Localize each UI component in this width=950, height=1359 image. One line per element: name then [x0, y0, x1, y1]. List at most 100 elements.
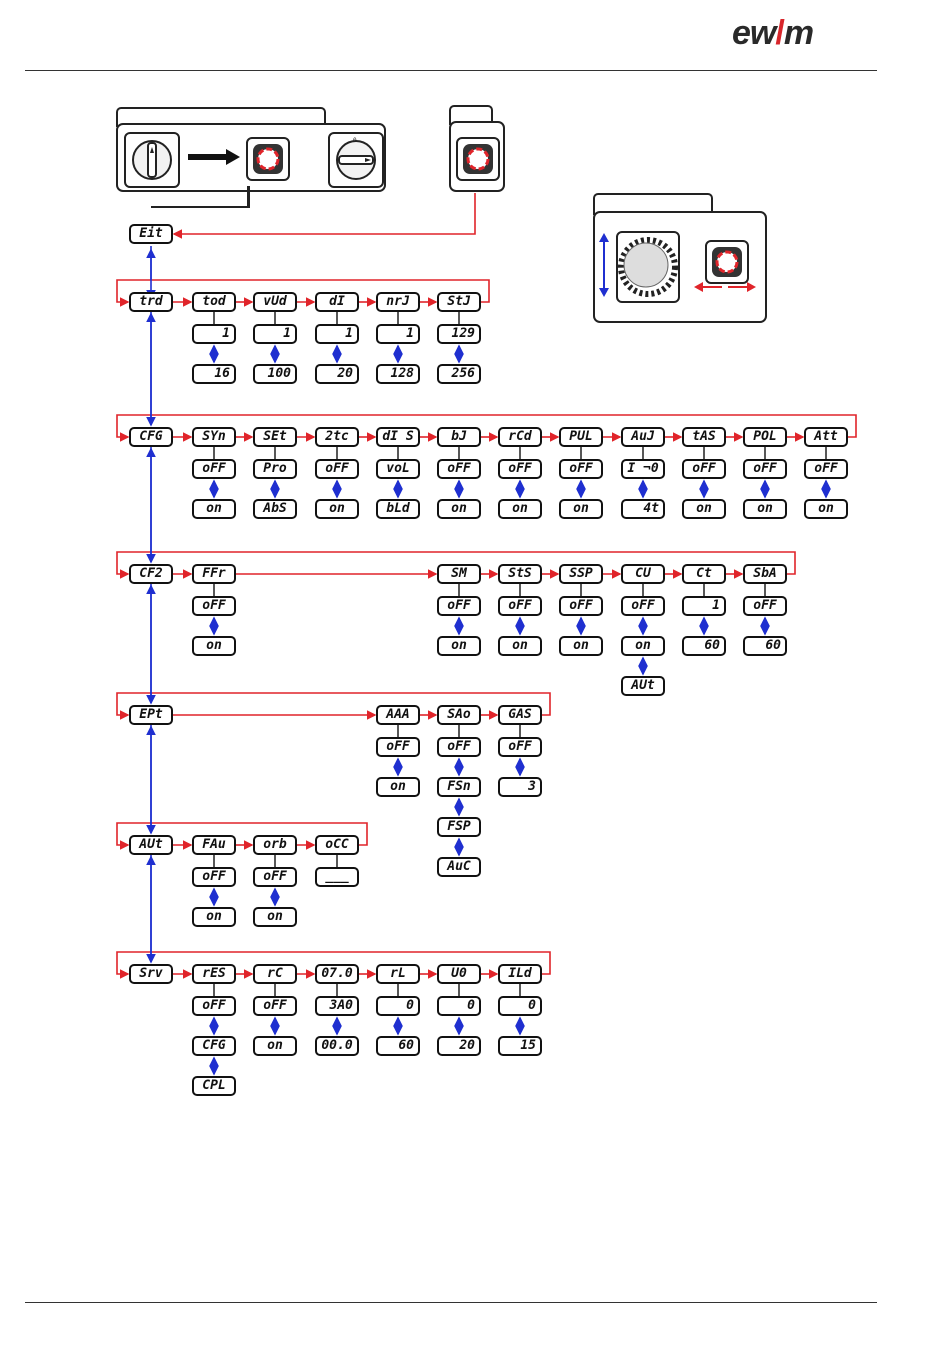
menu-node-cfg-4: bJ	[437, 427, 481, 447]
menu-node-aut-0: FAu	[192, 835, 236, 855]
menu-node-cfg-3: dI S	[376, 427, 420, 447]
value-box: oFF	[192, 459, 236, 479]
value-box: on	[498, 636, 542, 656]
value-box: 1	[315, 324, 359, 344]
value-box: 00.0	[315, 1036, 359, 1056]
panel-tab	[116, 107, 326, 127]
value-box: 60	[682, 636, 726, 656]
value-box: oFF	[498, 737, 542, 757]
push-button-icon[interactable]	[246, 137, 290, 181]
press-button-arrow-icon	[694, 282, 756, 292]
value-box: 4t	[621, 499, 665, 519]
menu-node-aut-1: orb	[253, 835, 297, 855]
menu-node-trd-1: vUd	[253, 292, 297, 312]
value-box: oFF	[192, 996, 236, 1016]
value-box: on	[804, 499, 848, 519]
value-box: 3A0	[315, 996, 359, 1016]
value-box: oFF	[315, 459, 359, 479]
menu-node-cfg-5: rCd	[498, 427, 542, 447]
menu-node-cfg-0: SYn	[192, 427, 236, 447]
value-box: oFF	[498, 596, 542, 616]
header-rule	[25, 70, 877, 71]
menu-node-srv-4: U0	[437, 964, 481, 984]
menu-node-eit: Eit	[129, 224, 173, 244]
value-box: on	[437, 499, 481, 519]
menu-node-srv-0: rES	[192, 964, 236, 984]
value-box: 0	[376, 996, 420, 1016]
control-knob-icon[interactable]	[616, 231, 680, 303]
value-box: AUt	[621, 676, 665, 696]
value-box: oFF	[192, 596, 236, 616]
menu-node-cf2: CF2	[129, 564, 173, 584]
value-box: 15	[498, 1036, 542, 1056]
value-box: on	[376, 777, 420, 797]
small-panel-tab	[449, 105, 493, 125]
value-box: 1	[192, 324, 236, 344]
value-box: AbS	[253, 499, 297, 519]
value-box: oFF	[743, 459, 787, 479]
menu-node-srv-5: ILd	[498, 964, 542, 984]
menu-node-cfg: CFG	[129, 427, 173, 447]
value-box: on	[498, 499, 542, 519]
menu-node-cf2-1: SM	[437, 564, 481, 584]
value-box: 60	[743, 636, 787, 656]
value-box: AuC	[437, 857, 481, 877]
menu-node-cf2-5: Ct	[682, 564, 726, 584]
value-box: voL	[376, 459, 420, 479]
value-box: on	[682, 499, 726, 519]
value-box: oFF	[804, 459, 848, 479]
value-box: on	[253, 907, 297, 927]
legend-panel-tab	[593, 193, 713, 215]
value-box: 0	[437, 996, 481, 1016]
value-box: oFF	[498, 459, 542, 479]
value-box: on	[315, 499, 359, 519]
menu-node-srv-3: rL	[376, 964, 420, 984]
value-box: FSP	[437, 817, 481, 837]
value-box: 16	[192, 364, 236, 384]
value-box: ___	[315, 867, 359, 887]
footer-rule	[25, 1302, 877, 1303]
value-box: oFF	[253, 996, 297, 1016]
menu-node-cf2-3: SSP	[559, 564, 603, 584]
menu-node-aut: AUt	[129, 835, 173, 855]
push-button-icon[interactable]	[705, 240, 749, 284]
menu-node-trd-2: dI	[315, 292, 359, 312]
menu-node-trd-0: tod	[192, 292, 236, 312]
main-switch-off-icon	[124, 132, 180, 188]
value-box: oFF	[253, 867, 297, 887]
value-box: oFF	[437, 737, 481, 757]
value-box: on	[437, 636, 481, 656]
value-box: bLd	[376, 499, 420, 519]
value-box: CFG	[192, 1036, 236, 1056]
menu-node-trd: trd	[129, 292, 173, 312]
menu-node-cfg-8: tAS	[682, 427, 726, 447]
value-box: 20	[315, 364, 359, 384]
value-box: on	[559, 499, 603, 519]
menu-node-cfg-6: PUL	[559, 427, 603, 447]
value-box: oFF	[559, 459, 603, 479]
value-box: oFF	[621, 596, 665, 616]
menu-node-trd-3: nrJ	[376, 292, 420, 312]
menu-node-aut-2: oCC	[315, 835, 359, 855]
menu-node-cf2-0: FFr	[192, 564, 236, 584]
value-box: 129	[437, 324, 481, 344]
value-box: 128	[376, 364, 420, 384]
menu-node-trd-4: StJ	[437, 292, 481, 312]
value-box: on	[743, 499, 787, 519]
value-box: on	[253, 1036, 297, 1056]
menu-node-cf2-6: SbA	[743, 564, 787, 584]
menu-node-cfg-7: AuJ	[621, 427, 665, 447]
value-box: oFF	[437, 459, 481, 479]
value-box: 1	[253, 324, 297, 344]
menu-node-cfg-1: SEt	[253, 427, 297, 447]
value-box: oFF	[437, 596, 481, 616]
svg-text:0: 0	[353, 137, 357, 144]
push-button-icon[interactable]	[456, 137, 500, 181]
main-switch-on-icon: 0	[328, 132, 384, 188]
menu-node-ept-0: AAA	[376, 705, 420, 725]
value-box: oFF	[743, 596, 787, 616]
menu-node-srv-2: 07.0	[315, 964, 359, 984]
turn-knob-arrow-icon	[599, 233, 609, 297]
value-box: I ¬0	[621, 459, 665, 479]
value-box: on	[192, 636, 236, 656]
